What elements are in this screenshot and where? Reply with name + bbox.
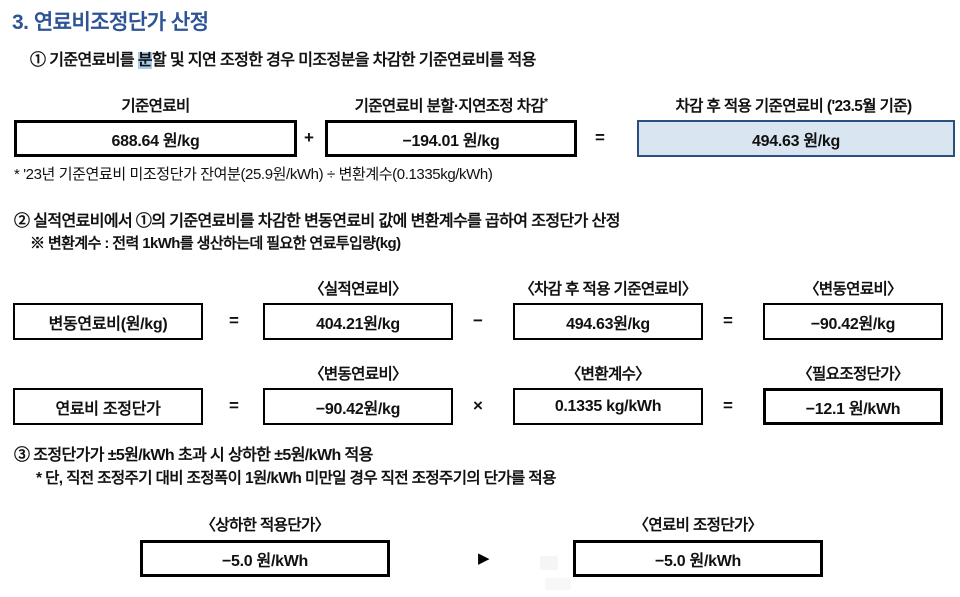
step2-description: ② 실적연료비에서 ①의 기준연료비를 차감한 변동연료비 값에 변환계수를 곱… bbox=[14, 213, 620, 230]
step1-text-after: 할 및 지연 조정한 경우 미조정분을 차감한 기준연료비를 적용 bbox=[151, 52, 536, 69]
equals-operator-2: = bbox=[229, 311, 239, 330]
step3-note: * 단, 직전 조정주기 대비 조정폭이 1원/kWh 미만일 경우 직전 조정… bbox=[36, 470, 556, 487]
final-adjustment-value-box: −5.0 원/kWh bbox=[573, 540, 823, 577]
step1-text-before: ① 기준연료비를 bbox=[30, 52, 138, 69]
deduction-header-text: 기준연료비 분할·지연조정 차감 bbox=[354, 98, 545, 115]
conversion-factor-value-box: 0.1335 kg/kWh bbox=[513, 388, 703, 425]
variable-fuel-cost-value-box-2: −90.42원/kg bbox=[263, 388, 453, 425]
step1-description: ① 기준연료비를 분할 및 지연 조정한 경우 미조정분을 차감한 기준연료비를… bbox=[30, 46, 536, 70]
final-adjustment-header: 〈연료비 조정단가〉 bbox=[633, 517, 763, 534]
actual-fuel-cost-header: 〈실적연료비〉 bbox=[308, 281, 408, 298]
applied-base-fuel-cost-value-box: 494.63 원/kg bbox=[637, 120, 955, 157]
multiply-operator: × bbox=[473, 396, 483, 415]
capped-price-header: 〈상하한 적용단가〉 bbox=[200, 517, 330, 534]
variable-fuel-cost-value-box: −90.42원/kg bbox=[763, 303, 943, 340]
equals-operator-3: = bbox=[723, 311, 733, 330]
equals-operator-1: = bbox=[595, 128, 605, 147]
variable-fuel-cost-header-2: 〈변동연료비〉 bbox=[308, 366, 408, 383]
conversion-factor-note: ※ 변환계수 : 전력 1kWh를 생산하는데 필요한 연료투입량(kg) bbox=[30, 235, 401, 252]
actual-fuel-cost-value-box: 404.21원/kg bbox=[263, 303, 453, 340]
variable-fuel-cost-header: 〈변동연료비〉 bbox=[803, 281, 903, 298]
fuel-cost-adjustment-label-box: 연료비 조정단가 bbox=[13, 388, 203, 425]
page-title: 3. 연료비조정단가 산정 bbox=[12, 11, 209, 34]
deduction-header: 기준연료비 분할·지연조정 차감* bbox=[315, 94, 587, 116]
equals-operator-4: = bbox=[229, 396, 239, 415]
variable-fuel-cost-label-box: 변동연료비(원/kg) bbox=[13, 303, 203, 340]
applied-base-after-deduction-header: 〈차감 후 적용 기준연료비〉 bbox=[519, 281, 697, 298]
plus-operator: + bbox=[304, 128, 314, 147]
step1-footnote: * '23년 기준연료비 미조정단가 잔여분(25.9원/kWh) ÷ 변환계수… bbox=[14, 166, 493, 183]
equals-operator-5: = bbox=[723, 396, 733, 415]
watermark-artifact bbox=[540, 556, 558, 570]
step3-description: ③ 조정단가가 ±5원/kWh 초과 시 상하한 ±5원/kWh 적용 bbox=[14, 447, 373, 464]
applied-base-fuel-cost-header: 차감 후 적용 기준연료비 ('23.5월 기준) bbox=[675, 98, 912, 115]
right-arrow-icon: ▶ bbox=[478, 550, 490, 567]
deduction-value-box: −194.01 원/kg bbox=[325, 120, 577, 157]
capped-price-value-box: −5.0 원/kWh bbox=[140, 540, 390, 577]
required-adjustment-value-box: −12.1 원/kWh bbox=[763, 388, 943, 425]
watermark-artifact bbox=[545, 578, 571, 590]
deduction-header-asterisk: * bbox=[544, 96, 548, 108]
minus-operator: − bbox=[473, 311, 483, 330]
conversion-factor-header: 〈변환계수〉 bbox=[565, 366, 651, 383]
applied-base-after-deduction-value-box: 494.63원/kg bbox=[513, 303, 703, 340]
base-fuel-cost-header: 기준연료비 bbox=[121, 98, 190, 115]
required-adjustment-header: 〈필요조정단가〉 bbox=[797, 366, 909, 383]
base-fuel-cost-value-box: 688.64 원/kg bbox=[14, 120, 297, 157]
step1-text-highlighted: 분 bbox=[137, 52, 153, 69]
